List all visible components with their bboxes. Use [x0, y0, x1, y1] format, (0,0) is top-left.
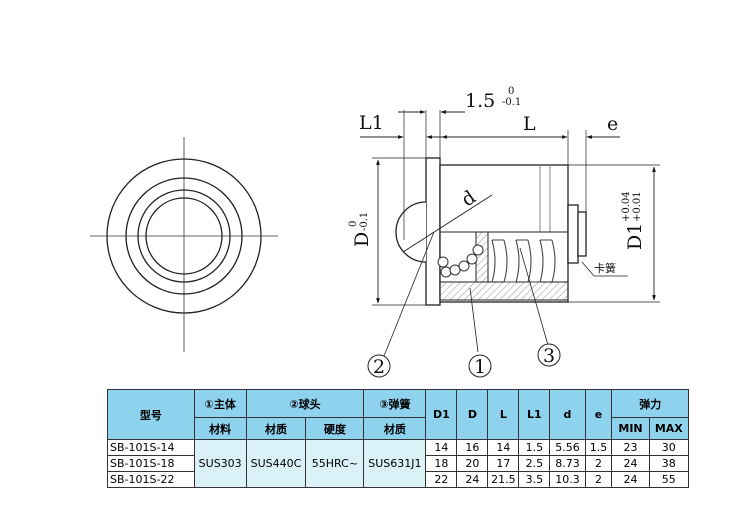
dimensions: [360, 110, 660, 357]
row-D1: 22: [425, 471, 458, 488]
row-min: 24: [611, 455, 650, 472]
L-dimension-label: L: [523, 113, 536, 135]
header-d: d: [549, 389, 586, 440]
front-view-flange-circle: [106, 158, 262, 314]
row-max: 30: [648, 439, 690, 456]
header-L1: L1: [518, 389, 551, 440]
header-ball-material: 材质: [245, 417, 307, 440]
ball-diameter-line: [402, 194, 493, 253]
body-material-value: SUS303: [193, 439, 247, 488]
row-D: 20: [456, 455, 489, 472]
row-L1: 3.5: [518, 471, 551, 488]
body-outline: [439, 164, 569, 303]
table-header-row: 型号 ①主体 ②球头 ③弹簧 D1 D L L1 d e 弹力: [107, 389, 689, 440]
header-spring: ③弹簧: [363, 389, 427, 418]
header-model: 型号: [107, 389, 195, 440]
technical-drawing: d L1 1.5 0 -0.1: [90, 86, 660, 378]
front-view-body-circle: [125, 177, 243, 295]
D1-dimension-group: D1 +0.04 +0.01: [621, 191, 646, 250]
clip-label: 卡簧: [594, 261, 616, 275]
table-row: SB-101S-18 18 20 17 2.5 8.73 2 24 38: [107, 455, 690, 472]
header-min: MIN: [611, 417, 650, 440]
bearing-balls: [437, 244, 484, 278]
callout-1: 1: [468, 354, 492, 378]
header-body: ①主体: [193, 389, 247, 418]
D1-lower-tolerance: +0.01: [632, 191, 643, 222]
header-body-material: 材料: [193, 417, 247, 440]
row-D: 16: [456, 439, 489, 456]
callout-3-label: 3: [543, 345, 555, 367]
header-D1: D1: [425, 389, 458, 440]
header-L: L: [487, 389, 520, 440]
header-ball: ②球头: [245, 389, 365, 418]
row-d: 10.3: [549, 471, 586, 488]
table-subheader-row: 材料 材质 硬度 材质 MIN MAX: [108, 417, 690, 440]
row-D: 24: [456, 471, 489, 488]
callout-1-label: 1: [474, 356, 486, 378]
row-model: SB-101S-18: [107, 455, 195, 472]
D-upper-tolerance: 0: [348, 221, 359, 227]
callout-2: 2: [367, 354, 391, 378]
D1-dimension-label: D1: [624, 223, 646, 250]
offset-lower-tolerance: -0.1: [502, 97, 521, 108]
D-dimension-group: D 0 -0.1: [348, 212, 373, 247]
row-L: 21.5: [487, 471, 520, 488]
rear-clip: [577, 211, 587, 257]
header-D: D: [456, 389, 489, 440]
body-wall-hatch: [439, 281, 569, 301]
row-L: 17: [487, 455, 520, 472]
ball-material-value: SUS440C: [245, 439, 307, 488]
front-view: [90, 137, 278, 352]
side-section-view: d: [395, 157, 587, 306]
row-D1: 14: [425, 439, 458, 456]
rear-cap: [567, 204, 579, 264]
row-L1: 2.5: [518, 455, 551, 472]
row-model: SB-101S-22: [107, 471, 195, 488]
D-dimension-label: D: [351, 232, 373, 247]
offset-dimension-label: 1.5: [465, 90, 495, 112]
L1-dimension-label: L1: [359, 112, 384, 134]
D-lower-tolerance: -0.1: [359, 212, 370, 231]
spring-material-value: SUS631J1: [363, 439, 427, 488]
row-min: 24: [611, 471, 650, 488]
row-d: 8.73: [549, 455, 586, 472]
row-D1: 18: [425, 455, 458, 472]
callout-2-label: 2: [373, 356, 385, 378]
header-ball-hardness: 硬度: [305, 417, 365, 440]
front-view-ball-circle: [145, 197, 223, 275]
front-view-inner-circle: [137, 189, 231, 283]
e-dimension-label: e: [607, 113, 618, 135]
row-L1: 1.5: [518, 439, 551, 456]
ball-seat-hatch: [475, 231, 489, 283]
row-max: 55: [648, 471, 690, 488]
table-row: SB-101S-14 SUS303 SUS440C 55HRC~ SUS631J…: [107, 439, 690, 488]
D1-upper-tolerance: +0.04: [621, 191, 632, 222]
header-e: e: [584, 389, 613, 440]
row-e: 2: [584, 471, 613, 488]
row-min: 23: [611, 439, 650, 456]
row-e: 2: [584, 455, 613, 472]
specification-table: 型号 ①主体 ②球头 ③弹簧 D1 D L L1 d e 弹力 材料 材质 硬度…: [107, 389, 690, 488]
table-row: SB-101S-22 22 24 21.5 3.5 10.3 2 24 55: [107, 471, 690, 488]
header-max: MAX: [648, 417, 690, 440]
row-model: SB-101S-14: [107, 439, 195, 456]
ball-protrusion: [395, 201, 427, 263]
offset-upper-tolerance: 0: [508, 86, 514, 97]
header-force: 弹力: [611, 389, 689, 418]
callout-3: 3: [537, 343, 561, 367]
flange-outline: [425, 157, 441, 306]
row-e: 1.5: [584, 439, 613, 456]
spring: [491, 239, 556, 283]
header-spring-material: 材质: [363, 417, 427, 440]
row-max: 38: [648, 455, 690, 472]
ball-hardness-value: 55HRC~: [305, 439, 365, 488]
row-d: 5.56: [549, 439, 586, 456]
row-L: 14: [487, 439, 520, 456]
